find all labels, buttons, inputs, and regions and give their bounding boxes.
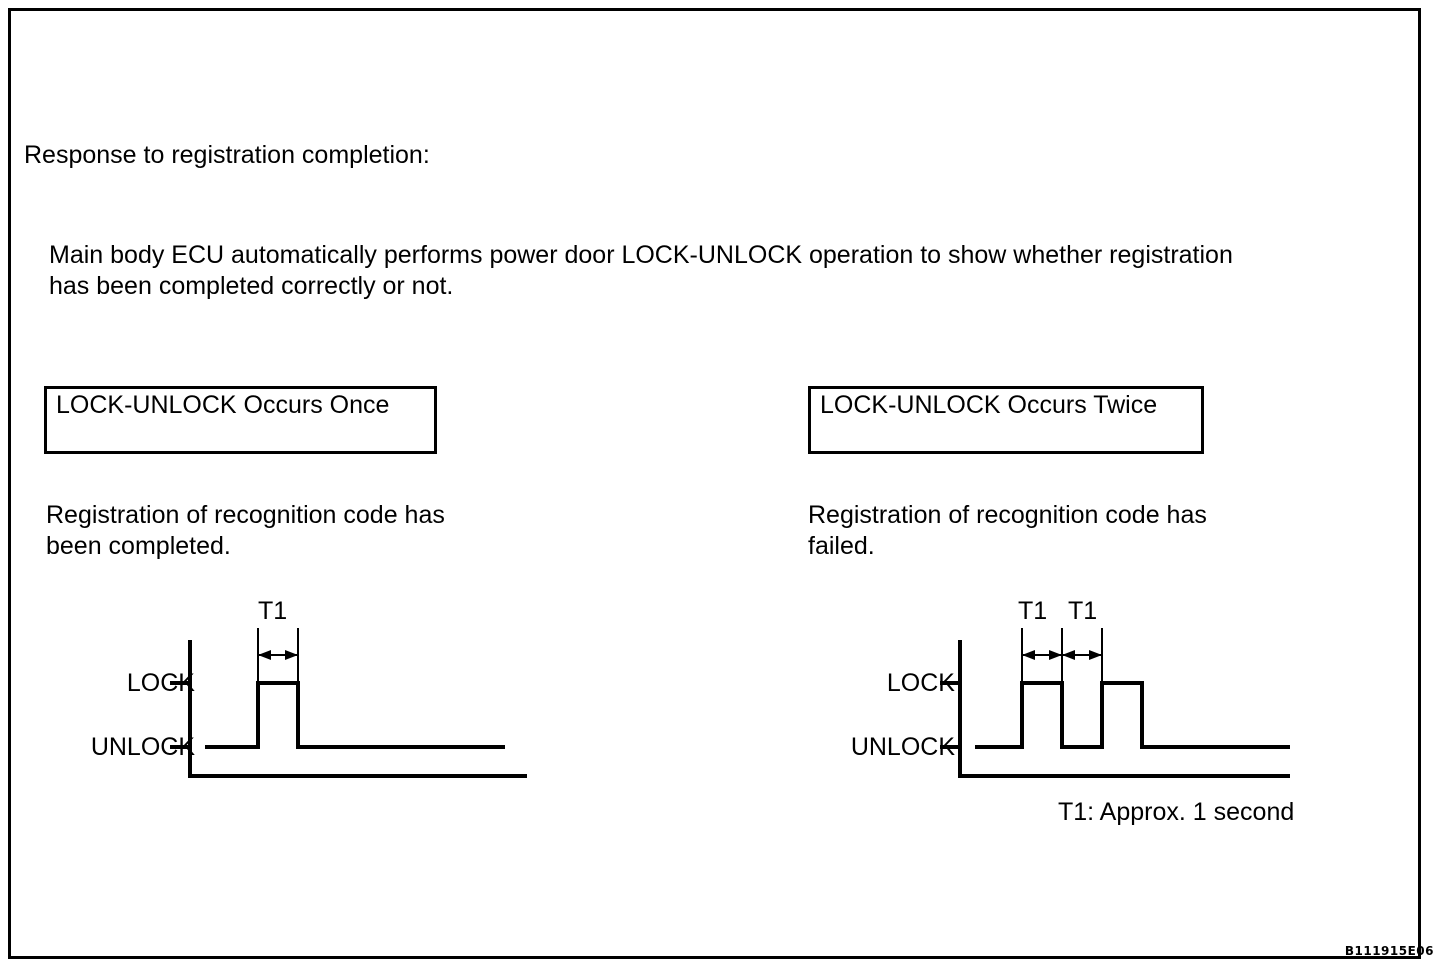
section-box-right: LOCK-UNLOCK Occurs Twice [808, 386, 1204, 454]
waveform-left-dimension-label-t1: T1 [258, 597, 288, 625]
waveform-diagram-once: LOCK UNLOCK T1 [30, 590, 550, 800]
section-caption-right: Registration of recognition code has fai… [808, 501, 1207, 560]
section-box-left-label: LOCK-UNLOCK Occurs Once [56, 391, 390, 419]
document-reference-code: B111915E06 [1344, 944, 1434, 958]
waveform-right-dimension-label-t1-second: T1 [1068, 597, 1098, 625]
waveform-right-signal [975, 681, 1290, 749]
waveform-right-label-lock: LOCK [886, 669, 955, 697]
intro-paragraph: Main body ECU automatically performs pow… [49, 241, 1233, 300]
waveform-left-svg [170, 628, 527, 778]
waveform-right-label-unlock: UNLOCK [850, 733, 955, 761]
waveform-right-svg [940, 628, 1290, 778]
waveform-right-dimension-label-t1-first: T1 [1018, 597, 1048, 625]
section-caption-left: Registration of recognition code has bee… [46, 501, 445, 560]
page-heading: Response to registration completion: [24, 141, 430, 169]
page-border [8, 8, 1421, 959]
footnote-t1-duration: T1: Approx. 1 second [1058, 798, 1295, 826]
waveform-left-arrowheads [258, 650, 298, 660]
waveform-diagram-twice: LOCK UNLOCK T1 T1 [790, 590, 1330, 800]
waveform-left-label-unlock: UNLOCK [90, 733, 195, 761]
waveform-left-signal [205, 681, 505, 749]
waveform-left-label-lock: LOCK [126, 669, 195, 697]
section-box-right-label: LOCK-UNLOCK Occurs Twice [820, 391, 1158, 419]
section-box-left: LOCK-UNLOCK Occurs Once [44, 386, 437, 454]
waveform-right-arrowheads [1022, 650, 1102, 660]
